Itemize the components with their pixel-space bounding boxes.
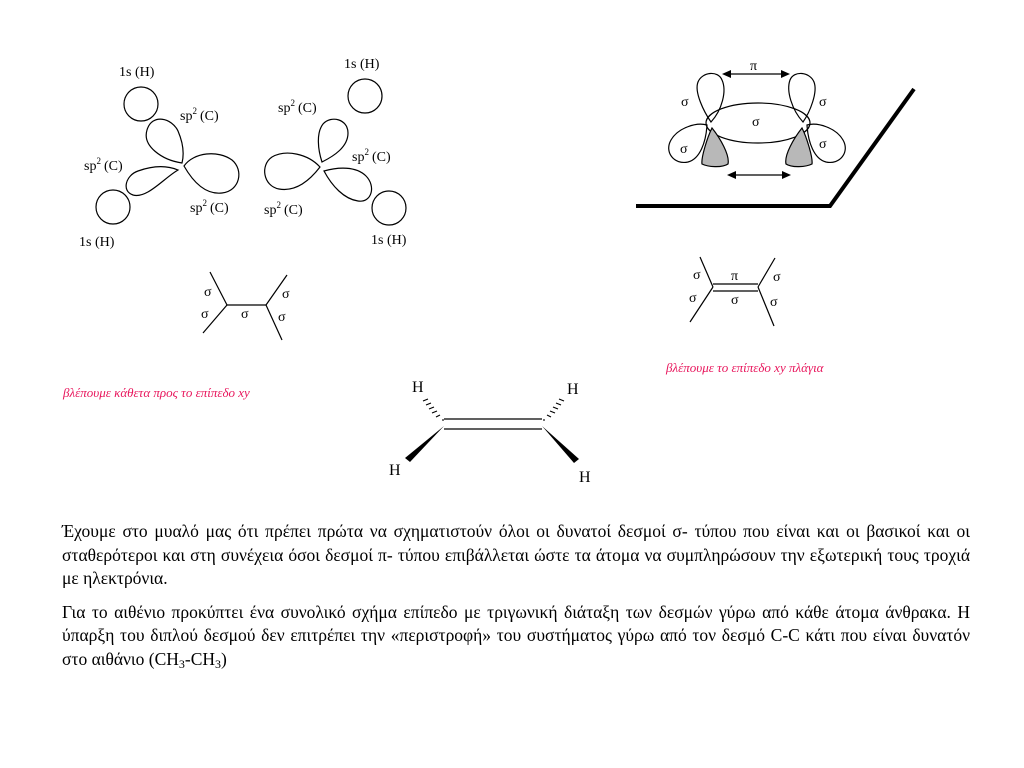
h-1s-orbital-bottom-right (371, 190, 407, 226)
label-h1s-bottom-left: 1s (H) (79, 235, 115, 250)
label-sp2-2: sp2(C) (84, 156, 123, 174)
p-lobe-right-shaded (785, 126, 813, 168)
label-h1s-top-right: 1s (H) (344, 57, 380, 72)
solid-wedge-bond-right (542, 426, 579, 463)
sigma-label: σ (770, 295, 778, 310)
sigma-skeleton-top-view: σ σ σ σ σ (201, 271, 290, 341)
pi-label: π (750, 59, 757, 74)
sigma-label: σ (204, 285, 212, 300)
h-1s-orbital-top-right (347, 78, 383, 114)
p-lobe-left-shaded (701, 126, 729, 168)
sigma-label: σ (819, 137, 827, 152)
caption-perpendicular-view: βλέπουμε κάθετα προς το επίπεδο xy (62, 385, 250, 400)
solid-wedge-bond-left (405, 426, 444, 462)
hashed-wedge-bonds (422, 398, 565, 421)
sigma-label: σ (773, 270, 781, 285)
hydrogen-label: H (567, 381, 579, 398)
pi-diagram-labels: π σ σ σ σ σ (680, 59, 827, 157)
caption-oblique-view: βλέπουμε το επίπεδο xy πλάγια (665, 360, 825, 375)
double-bond-skeleton-side-view: π σ σ σ σ σ (689, 256, 781, 327)
sp2-diagram-labels: 1s (H) 1s (H) 1s (H) 1s (H) sp2(C) sp2(C… (79, 57, 407, 250)
sp2-lobe-right-up (317, 118, 349, 163)
explanation-text: Έχουμε στο μυαλό μας ότι πρέπει πρώτα να… (62, 520, 970, 686)
sigma-label: σ (241, 307, 249, 322)
sigma-label: σ (680, 142, 688, 157)
sp2-lobe-left-down (125, 166, 180, 197)
sp2-lobe-left-up (145, 118, 184, 164)
label-sp2-3: sp2(C) (190, 198, 229, 216)
hydrogen-label: H (389, 462, 401, 479)
label-h1s-bottom-right: 1s (H) (371, 233, 407, 248)
label-sp2-4: sp2(C) (278, 98, 317, 116)
paragraph-sigma-pi-bonds: Έχουμε στο μυαλό μας ότι πρέπει πρώτα να… (62, 521, 970, 588)
sigma-label: σ (731, 293, 739, 308)
sigma-label: σ (278, 310, 286, 325)
sp2-lobe-right-upper (788, 72, 816, 123)
paragraph-ethene-geometry: Για το αιθένιο προκύπτει ένα συνολικό σχ… (62, 601, 970, 671)
sigma-label: σ (689, 291, 697, 306)
sp2-lobe-left-lower (668, 123, 708, 164)
label-sp2-1: sp2(C) (180, 106, 219, 124)
sigma-label: σ (693, 268, 701, 283)
sigma-label: σ (819, 95, 827, 110)
sp2-lobe-left-right (183, 153, 240, 194)
sigma-label: σ (681, 95, 689, 110)
label-sp2-5: sp2(C) (352, 147, 391, 165)
sigma-label: σ (282, 287, 290, 302)
hydrogen-label: H (579, 469, 591, 486)
sigma-central-lobe (705, 102, 811, 144)
h-1s-orbital-top-left (123, 86, 159, 122)
sigma-label: σ (201, 307, 209, 322)
sigma-label: σ (752, 115, 760, 130)
h-1s-orbital-bottom-left (95, 189, 131, 225)
pi-label: π (731, 269, 738, 284)
sp2-lobe-right-down (323, 167, 373, 202)
label-h1s-top-left: 1s (H) (119, 65, 155, 80)
label-sp2-6: sp2(C) (264, 200, 303, 218)
sp2-orbital-diagram (95, 78, 407, 226)
sp2-lobe-right-lower (806, 123, 846, 164)
ethene-structure: H H H H (389, 379, 591, 486)
pi-bond-orbital-diagram (636, 70, 916, 208)
hydrogen-label: H (412, 379, 424, 396)
xy-plane-outline (636, 87, 916, 208)
sp2-lobe-right-left (264, 152, 321, 191)
sp2-lobe-left-upper (696, 72, 725, 123)
